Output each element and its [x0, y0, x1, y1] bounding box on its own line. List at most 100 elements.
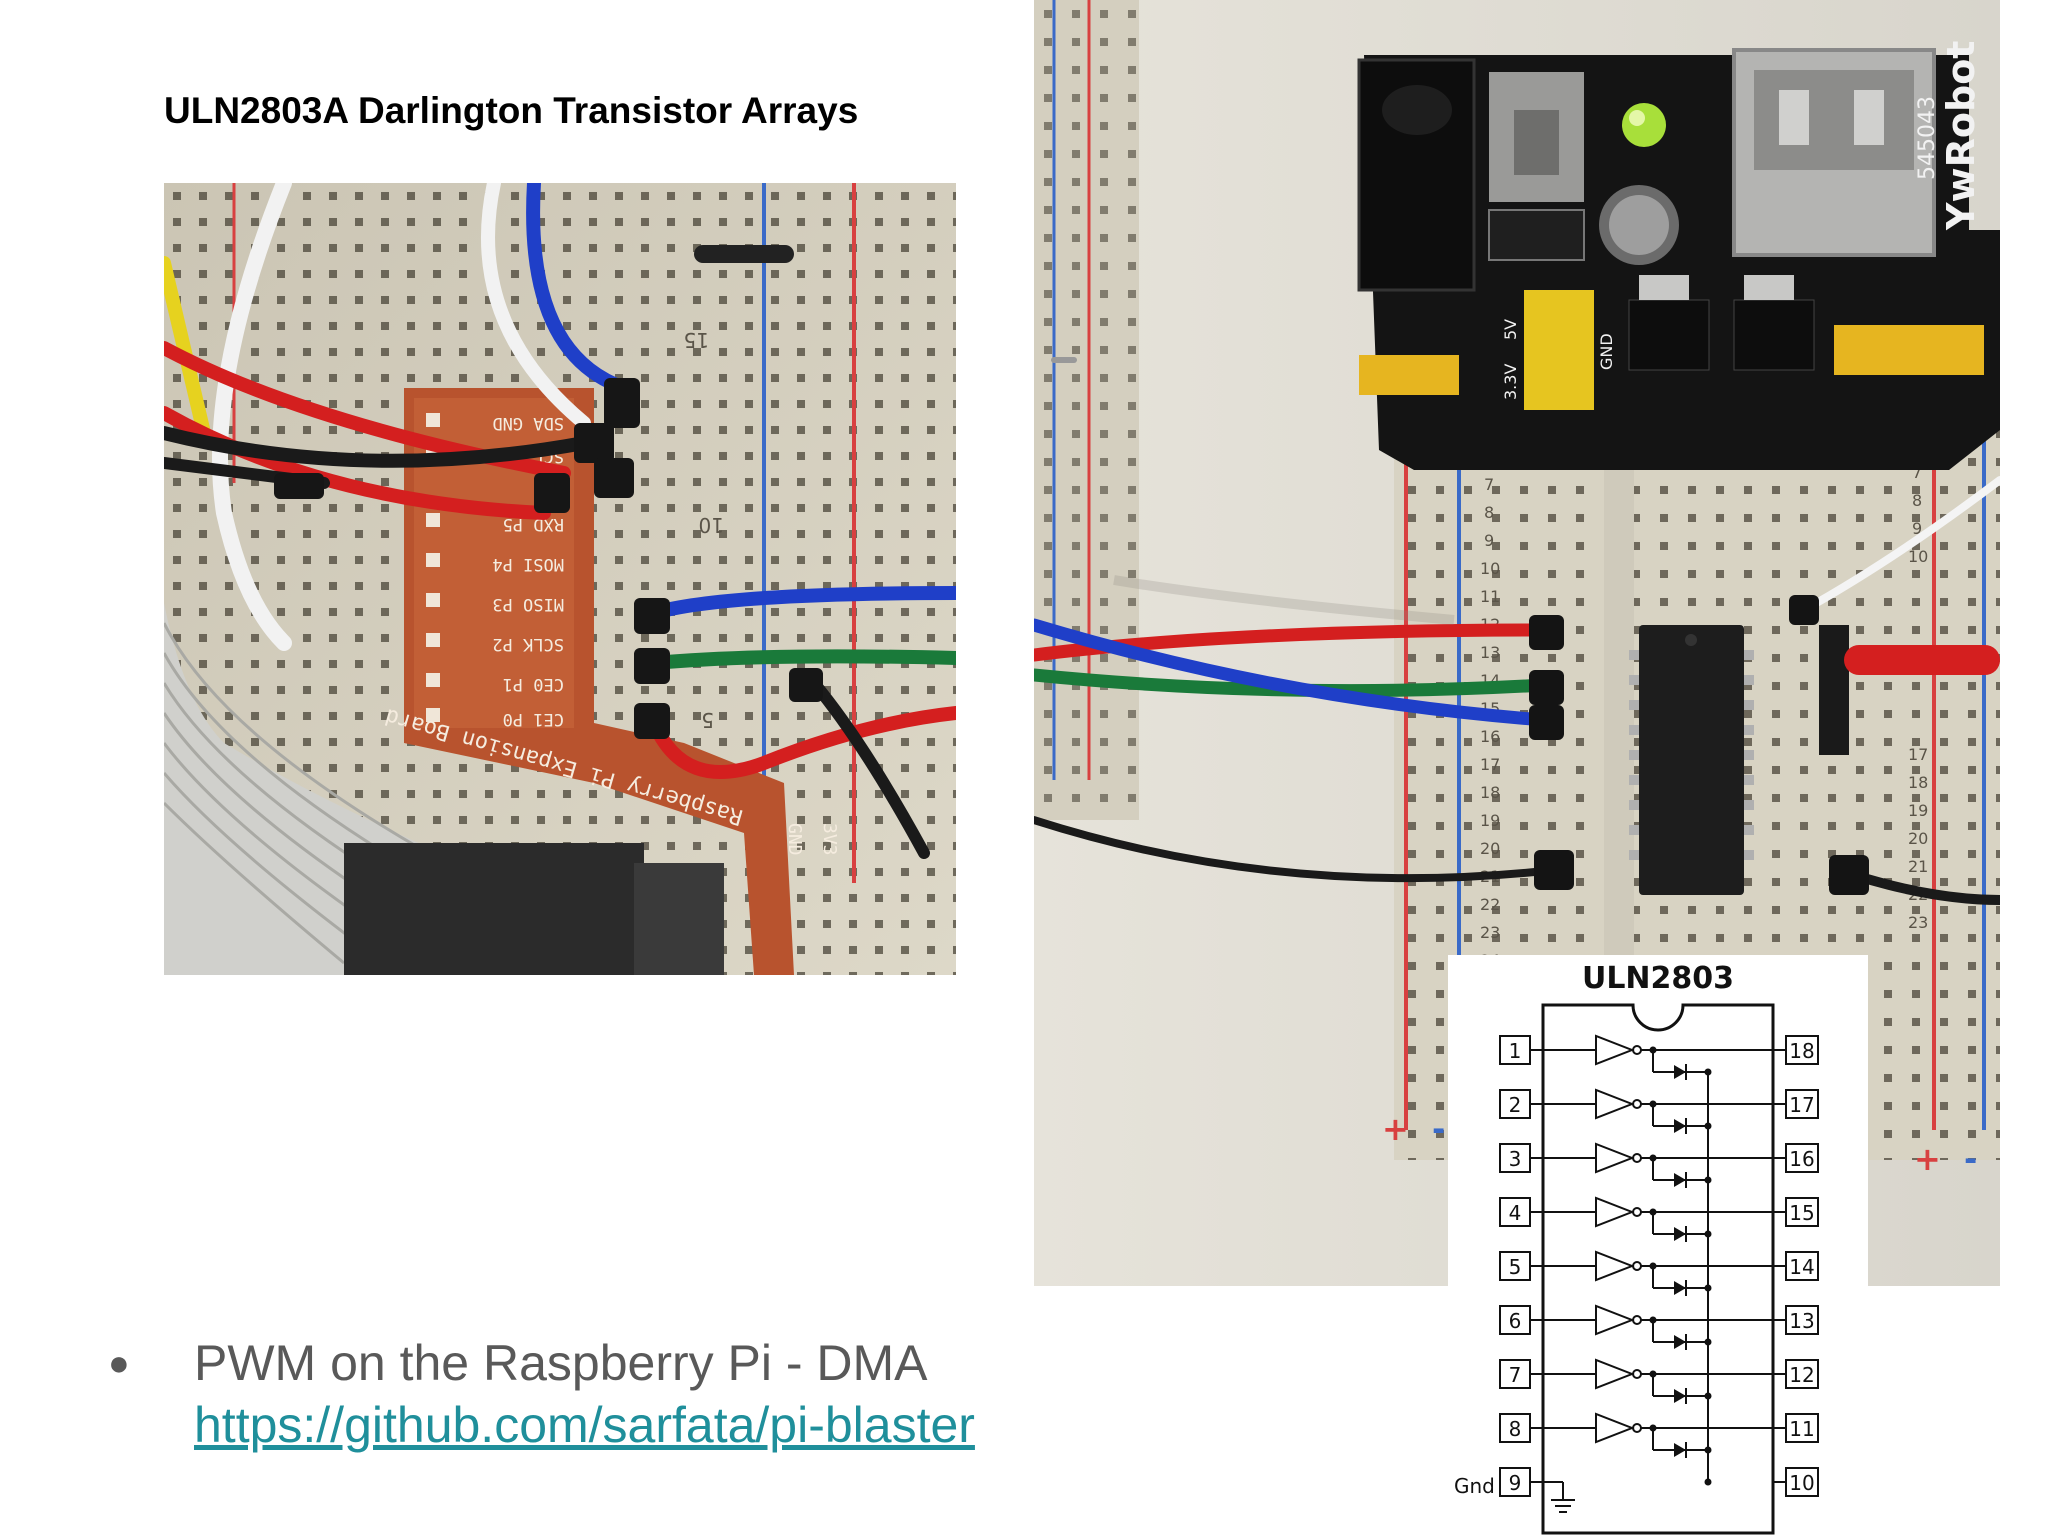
wire-blue-top — [526, 183, 631, 395]
row-number-15: 15 — [684, 328, 709, 352]
diode-symbol — [1674, 1065, 1686, 1079]
svg-text:7: 7 — [1484, 475, 1494, 494]
inverter-symbol — [1595, 1358, 1635, 1390]
left-pin-9: 9 — [1509, 1471, 1522, 1495]
left-pin-6: 6 — [1509, 1309, 1522, 1333]
wire-blue-right — [647, 586, 956, 620]
right-pin-13: 13 — [1789, 1309, 1814, 1333]
pcb-label-4: MOSI P4 — [492, 554, 564, 574]
right-pin-17: 17 — [1789, 1093, 1814, 1117]
pcb-label-8: CE1 P0 — [503, 709, 564, 729]
wire-red — [1034, 623, 1551, 662]
pcb-pin-3v3: 3V3 — [819, 823, 840, 856]
wire-yellow — [164, 256, 211, 440]
left-pin-5: 5 — [1509, 1255, 1522, 1279]
inverter-symbol — [1595, 1034, 1635, 1066]
diagram-title: ULN2803 — [1582, 961, 1734, 996]
svg-text:23: 23 — [1908, 913, 1928, 932]
diode-symbol — [1674, 1119, 1686, 1133]
rail-plus-right: + — [1914, 1140, 1941, 1178]
right-pin-11: 11 — [1789, 1417, 1814, 1441]
module-brand: YwRobot — [1939, 41, 1983, 231]
pcb-label-6: SCLK P2 — [492, 634, 564, 654]
pcb-pin-gnd: GND — [784, 823, 805, 856]
inverter-symbol — [1595, 1088, 1635, 1120]
svg-text:7: 7 — [1912, 463, 1922, 482]
right-pin-18: 18 — [1789, 1039, 1814, 1063]
svg-text:23: 23 — [1480, 923, 1500, 942]
wire-white — [1800, 476, 2000, 614]
row-number-10: 10 — [699, 513, 724, 537]
bullet-dot: ● — [108, 1342, 130, 1383]
svg-text:19: 19 — [1908, 801, 1928, 820]
inverter-symbol — [1595, 1304, 1635, 1336]
right-pin-12: 12 — [1789, 1363, 1814, 1387]
wire-black-left — [1034, 816, 1558, 883]
wire-white-1 — [212, 183, 292, 651]
svg-text:13: 13 — [1480, 643, 1500, 662]
pcb-label-3: RXD P5 — [503, 514, 564, 534]
diode-symbol — [1674, 1335, 1686, 1349]
gnd-label: Gnd — [1454, 1474, 1495, 1498]
inverter-symbol — [1595, 1142, 1635, 1174]
svg-text:18: 18 — [1480, 783, 1500, 802]
svg-text:10: 10 — [1908, 547, 1928, 566]
wire-blue — [1034, 618, 1551, 727]
wire-black-right — [808, 677, 930, 859]
rail-minus-left: - — [1432, 1110, 1445, 1148]
module-code: 545043 — [1915, 96, 1940, 180]
bullet-list: ● PWM on the Raspberry Pi - DMA https://… — [108, 1332, 1108, 1462]
right-pin-16: 16 — [1789, 1147, 1814, 1171]
wire-red-right — [647, 706, 956, 779]
diode-symbol — [1674, 1173, 1686, 1187]
svg-text:20: 20 — [1480, 839, 1500, 858]
left-pin-1: 1 — [1509, 1039, 1522, 1063]
label-gnd: GND — [1597, 333, 1616, 370]
pcb-label-5: MISO P3 — [492, 594, 564, 614]
svg-text:19: 19 — [1480, 811, 1500, 830]
pcb-label-7: CE0 P1 — [503, 674, 564, 694]
jumper-left — [1359, 355, 1459, 395]
svg-text:16: 16 — [1480, 727, 1500, 746]
right-pin-15: 15 — [1789, 1201, 1814, 1225]
slide-title: ULN2803A Darlington Transistor Arrays — [164, 90, 859, 131]
svg-text:9: 9 — [1484, 531, 1494, 550]
jumper-right — [1834, 325, 1984, 375]
pcb-label-1: SDA GND — [492, 413, 564, 433]
diode-symbol — [1674, 1227, 1686, 1241]
row-number-5: 5 — [701, 708, 714, 732]
svg-text:9: 9 — [1912, 519, 1922, 538]
left-pin-3: 3 — [1509, 1147, 1522, 1171]
wire-green-right — [647, 649, 956, 670]
wire-white-2 — [481, 183, 591, 430]
right-pin-10: 10 — [1789, 1471, 1814, 1495]
left-pin-4: 4 — [1509, 1201, 1522, 1225]
label-3v3: 3.3V — [1501, 364, 1520, 400]
svg-text:17: 17 — [1480, 755, 1500, 774]
diode-symbol — [1674, 1389, 1686, 1403]
svg-text:22: 22 — [1480, 895, 1500, 914]
uln2803-chip — [1639, 625, 1744, 895]
wire-black-right — [1849, 870, 2000, 905]
rail-minus-right: - — [1964, 1140, 1977, 1178]
pi-blaster-link[interactable]: https://github.com/sarfata/pi-blaster — [194, 1397, 975, 1453]
inverter-symbol — [1595, 1250, 1635, 1282]
diode-symbol — [1674, 1443, 1686, 1457]
svg-text:17: 17 — [1908, 745, 1928, 764]
left-pin-7: 7 — [1509, 1363, 1522, 1387]
label-5v: 5V — [1501, 319, 1520, 340]
right-pin-14: 14 — [1789, 1255, 1814, 1279]
svg-text:8: 8 — [1484, 503, 1494, 522]
left-pin-2: 2 — [1509, 1093, 1522, 1117]
wire-black-1 — [164, 426, 591, 468]
ribbon-cable — [164, 603, 684, 975]
inverter-symbol — [1595, 1412, 1635, 1444]
bullet-text: PWM on the Raspberry Pi - DMA — [194, 1335, 928, 1391]
svg-text:21: 21 — [1908, 857, 1928, 876]
jumper-mid — [1524, 290, 1594, 410]
rail-plus-left: + — [1382, 1110, 1409, 1148]
inverter-symbol — [1595, 1196, 1635, 1228]
diode-symbol — [1674, 1281, 1686, 1295]
power-led — [1622, 103, 1666, 147]
